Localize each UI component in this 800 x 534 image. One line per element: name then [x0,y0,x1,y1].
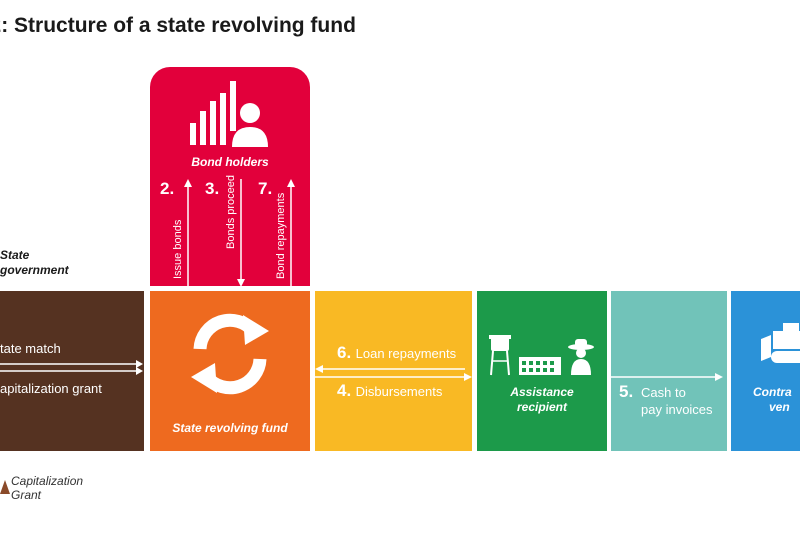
contractor-label: Contra ven [753,385,792,415]
step5-line2: pay invoices [641,402,713,417]
assistance-line2: recipient [516,400,567,414]
contractor-line2: ven [769,400,790,414]
assistance-recipient-panel: Assistance recipient [477,291,607,451]
capitalization-grant-line2: Grant [11,488,42,502]
person-with-bars-icon [190,81,268,147]
capitalization-grant-label: Capitalization Grant [11,474,83,502]
step4-number: 4. [337,381,352,400]
triangle-logo-icon [0,480,10,494]
step7-number: 7. [258,179,273,198]
capitalization-grant-line1: Capitalization [11,474,84,488]
step6-number: 6. [337,343,352,362]
recycle-arrows-icon [191,313,269,395]
step5-text: Cash to pay invoices [641,384,713,418]
step5-line1: Cash to [641,385,686,400]
step3-arrow-down [237,179,245,287]
state-government-label: State government [0,248,69,278]
figure-title: e 2: Structure of a state revolving fund [0,14,356,37]
water-tower-building-farmer-icon [489,335,594,376]
bond-holders-panel: Bond holders 2. Issue bonds 3. Bonds pro… [150,67,310,287]
step2-number: 2. [160,179,175,198]
state-revolving-fund-label: State revolving fund [172,421,288,435]
step4-text: Disbursements [355,384,443,399]
contractor-line1: Contra [753,385,792,399]
cash-payment-panel: 5. Cash to pay invoices [611,291,727,451]
step5-number: 5. [619,382,634,401]
step3-number: 3. [205,179,220,198]
step7-arrow-up [287,179,295,287]
state-government-panel: tate match apitalization grant [0,291,144,451]
bulldozer-icon [761,323,800,363]
step2-text: Issue bonds [172,219,184,279]
step4-row: 4. Disbursements [337,381,442,401]
step6-text: Loan repayments [355,346,457,361]
loan-flow-arrows [315,365,472,381]
loan-disbursement-panel: 6. Loan repayments 4. Disbursements [315,291,472,451]
step6-row: 6. Loan repayments [337,343,456,363]
assistance-line1: Assistance [510,385,574,399]
state-government-line1: State [0,248,30,262]
step7-text: Bond repayments [275,192,287,279]
flow-arrows-to-fund [0,360,143,375]
cash-flow-arrow [611,373,723,381]
bond-holders-label: Bond holders [191,155,269,169]
step2-arrow-up [184,179,192,287]
state-government-line2: government [0,263,69,277]
assistance-recipient-label: Assistance recipient [477,385,607,415]
contractor-vendor-panel: Contra ven [731,291,800,451]
state-revolving-fund-panel: State revolving fund [150,291,310,451]
state-match-label: tate match [0,341,61,356]
capitalization-grant-flow-label: apitalization grant [0,381,102,396]
step3-text: Bonds proceed [225,175,237,249]
